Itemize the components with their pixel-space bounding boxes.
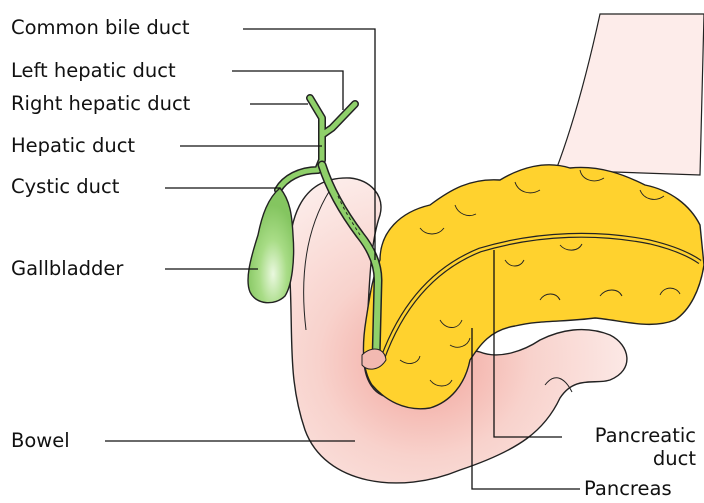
label-pancreatic-duct-line2: duct (566, 449, 696, 469)
label-left-hepatic-duct: Left hepatic duct (11, 61, 176, 81)
label-gallbladder: Gallbladder (11, 259, 123, 279)
label-common-bile-duct: Common bile duct (11, 18, 190, 38)
label-right-hepatic-duct: Right hepatic duct (11, 94, 190, 114)
gallbladder-shape (248, 188, 294, 303)
label-pancreatic-duct-line1: Pancreatic (566, 426, 696, 446)
label-pancreas: Pancreas (584, 479, 672, 499)
label-bowel: Bowel (11, 431, 70, 451)
stomach-shape (556, 14, 704, 175)
label-cystic-duct: Cystic duct (11, 177, 119, 197)
label-hepatic-duct: Hepatic duct (11, 136, 135, 156)
